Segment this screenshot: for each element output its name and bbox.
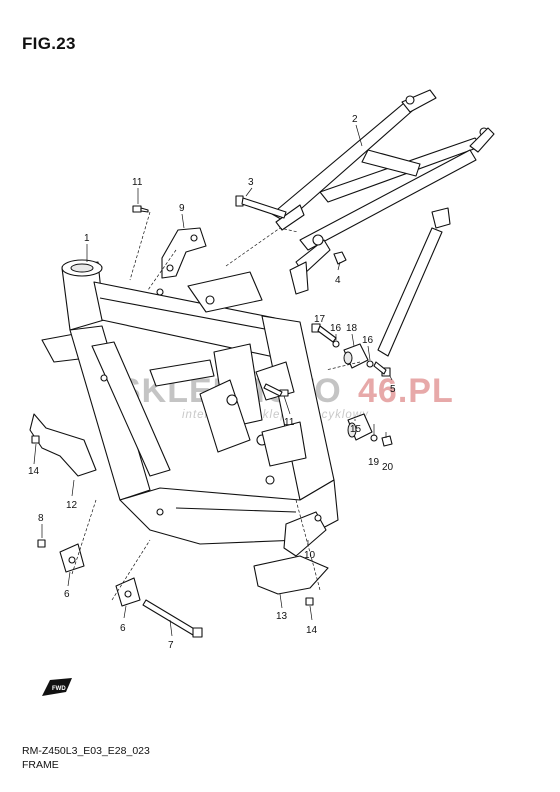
bracket-9-hole-upper — [190, 234, 198, 242]
bolt-8 — [37, 539, 46, 548]
callout-6-lower: 6 — [120, 623, 126, 634]
figure-title: FIG.23 — [22, 34, 76, 53]
washer-16-right — [366, 360, 374, 368]
section-name: FRAME — [22, 759, 59, 771]
washer-16-left — [332, 340, 340, 348]
skid-plate-13 — [253, 555, 329, 595]
bolt-5 — [373, 361, 391, 377]
callout-13: 13 — [276, 611, 288, 622]
callout-6-left: 6 — [64, 589, 70, 600]
bolt-11-upper — [132, 205, 149, 213]
callout-5: 5 — [390, 384, 396, 395]
bolt-3 — [235, 195, 287, 219]
callout-19: 19 — [368, 457, 380, 468]
callout-11-lower: 11 — [284, 417, 295, 428]
watermark-brand-right: 46.PL — [358, 372, 454, 410]
bolt-7 — [142, 599, 203, 638]
nut-20 — [381, 435, 393, 447]
callout-9: 9 — [179, 203, 185, 214]
callout-3: 3 — [248, 177, 254, 188]
callout-2: 2 — [352, 114, 358, 125]
chain-guide-plate-12 — [29, 413, 97, 477]
callout-1: 1 — [84, 233, 90, 244]
bracket-6-lower — [115, 577, 141, 607]
spacer-15 — [347, 413, 373, 441]
model-code: RM-Z450L3_E03_E28_023 — [22, 745, 150, 757]
rear-subframe — [271, 89, 495, 357]
callout-12: 12 — [66, 500, 78, 511]
nut-4 — [333, 251, 347, 265]
main-frame — [41, 259, 339, 545]
bolt-14-upper — [31, 435, 40, 444]
callout-15: 15 — [350, 424, 362, 435]
callout-11-upper: 11 — [132, 177, 143, 188]
callout-20: 20 — [382, 462, 394, 473]
bracket-9-hole — [166, 264, 174, 272]
bolt-14-lower — [305, 597, 314, 606]
callouts: 2 11 3 9 1 4 17 16 18 16 5 11 14 15 19 2… — [28, 114, 396, 651]
bracket-6-left — [59, 543, 85, 573]
callout-16-left: 16 — [330, 323, 342, 334]
callout-8: 8 — [38, 513, 44, 524]
callout-4: 4 — [335, 275, 341, 286]
leader-lines — [33, 124, 393, 637]
callout-7: 7 — [168, 640, 174, 651]
callout-14-lower: 14 — [306, 625, 318, 636]
callout-17: 17 — [314, 314, 326, 325]
forward-badge-label: FWD — [52, 686, 66, 692]
callout-16-right: 16 — [362, 335, 374, 346]
callout-10: 10 — [304, 550, 316, 561]
callout-18: 18 — [346, 323, 358, 334]
callout-14-upper: 14 — [28, 466, 40, 477]
spacer-18 — [343, 343, 369, 369]
forward-arrow-icon: FWD — [42, 678, 72, 696]
